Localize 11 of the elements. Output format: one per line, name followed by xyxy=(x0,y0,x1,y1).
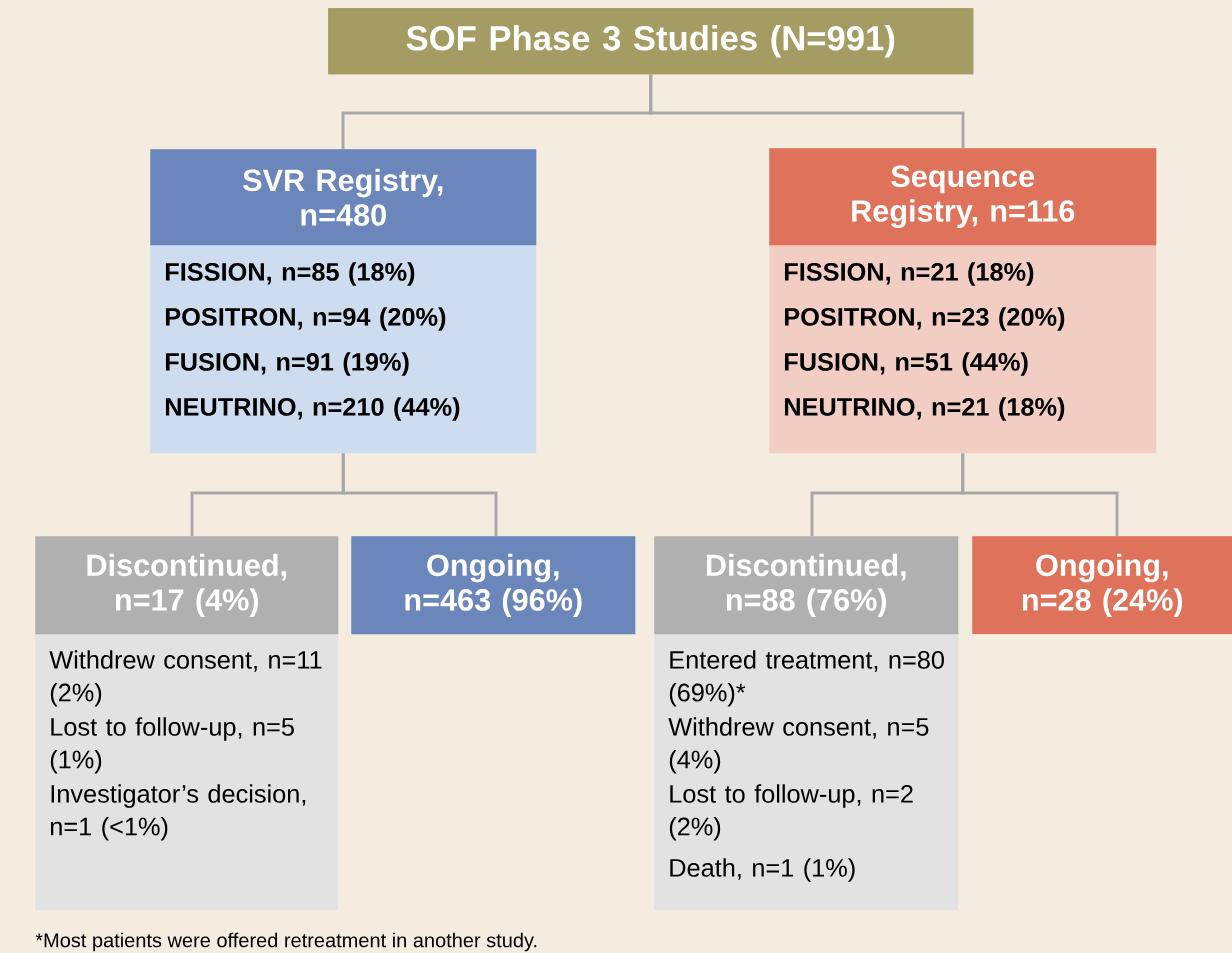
outcome-box: Discontinued, n=88 (76%) Entered treatment, n=80 (69%)* Withdrew consent, n=5 (4%) Lost to follow-up, n=2 (2%) Death, n=1 (1%) xyxy=(654,536,959,911)
connector xyxy=(961,453,1119,536)
connector xyxy=(341,453,498,536)
registry-box: Sequence Registry, n=116 FISSION, n=21 (18%) POSITRON, n=23 (20%) FUSION, n=51 (44%) NEUTRINO, n=21 (18%) xyxy=(769,148,1157,454)
title-box: SOF Phase 3 Studies (N=991) xyxy=(328,8,974,75)
registry-box: SVR Registry, n=480 FISSION, n=85 (18%) POSITRON, n=94 (20%) FUSION, n=91 (19%) NEUTRINO, n=210 (44%) xyxy=(150,149,537,454)
connector xyxy=(649,74,965,148)
outcome-box: Discontinued, n=17 (4%) Withdrew consent, n=11 (2%) Lost to follow-up, n=5 (1%) Investigator’s decision, n=1 (<1%) xyxy=(35,536,339,911)
outcome-box: Ongoing, n=463 (96%) xyxy=(351,536,636,635)
footnote: *Most patients were offered retreatment in another study. xyxy=(35,932,537,952)
outcome-box: Ongoing, n=28 (24%) xyxy=(972,536,1232,635)
